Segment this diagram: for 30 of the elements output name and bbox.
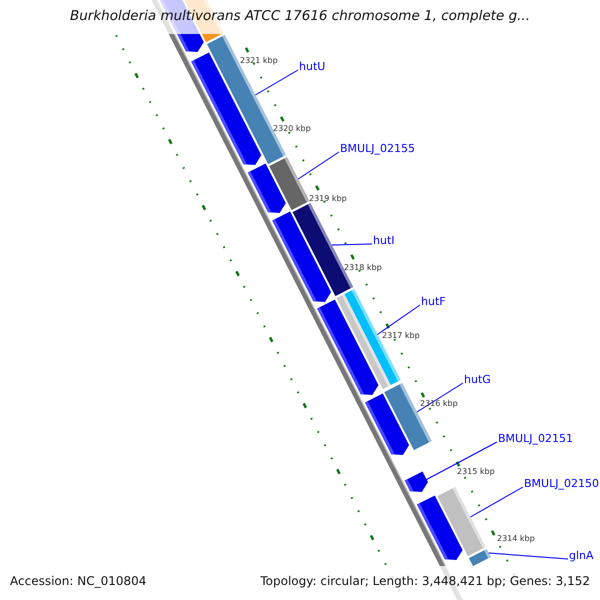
scale-label: 2321 kbp [240, 56, 278, 65]
scale-label: 2318 kbp [344, 263, 382, 272]
footer-text: Accession: NC_010804 [10, 574, 146, 588]
map-title: Burkholderia multivorans ATCC 17616 chromosome 1, complete g... [68, 8, 532, 24]
gene-label: hutI [373, 234, 395, 247]
gene-label: BMULJ_02155 [340, 142, 415, 155]
leader-line [416, 382, 464, 412]
scale-label: 2319 kbp [309, 194, 347, 203]
leader-line [331, 244, 372, 246]
gene-bar [468, 549, 491, 566]
leader-line [426, 442, 498, 480]
leader-line [376, 304, 420, 335]
gene-segment [404, 472, 428, 492]
gene-label: hutG [464, 373, 491, 386]
leader-line [298, 152, 340, 180]
gene-label: hutU [299, 60, 326, 73]
gene-label: hutF [421, 295, 446, 308]
scale-label: 2317 kbp [382, 331, 420, 340]
leader-line [470, 486, 524, 518]
scale-label: 2320 kbp [273, 124, 311, 133]
scale-label: 2315 kbp [457, 467, 495, 476]
leader-line [254, 70, 298, 96]
footer-text: Topology: circular; Length: 3,448,421 bp; Genes: 3,152 [260, 574, 590, 588]
scale-label: 2314 kbp [497, 534, 535, 543]
gene-label: glnA [569, 549, 594, 562]
gene-bar [437, 487, 486, 556]
gene-bar [269, 157, 310, 210]
gene-label: BMULJ_02150 [524, 477, 599, 490]
gene-label: BMULJ_02151 [498, 432, 573, 445]
gene-bar [336, 289, 401, 390]
